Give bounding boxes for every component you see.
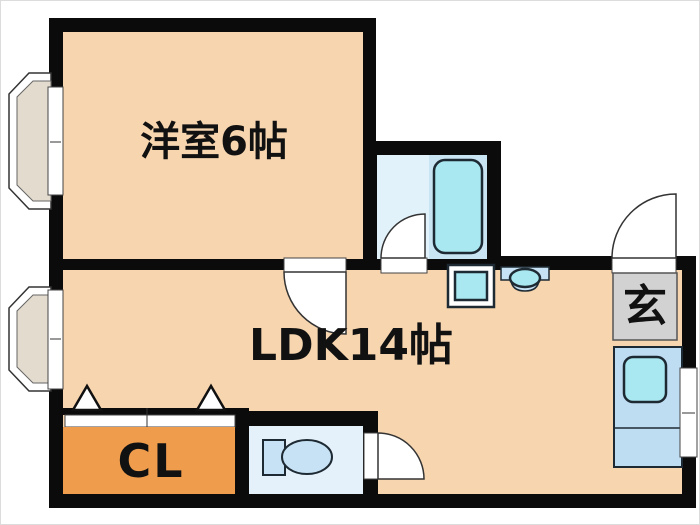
closet-floor (63, 427, 235, 494)
wash-basin-bowl (508, 267, 542, 289)
entrance-label: 玄 (623, 281, 667, 332)
toilet-door-arc (377, 432, 425, 480)
entrance-floor (612, 272, 678, 341)
western-room-door-opening (283, 257, 347, 274)
closet-top-wall (63, 408, 249, 415)
bay-window-top-glass (47, 86, 64, 196)
washing-machine-pan-inner (453, 270, 489, 302)
closet-door-triangle-1 (70, 383, 104, 412)
closet-toilet-divider-wall (235, 408, 249, 494)
entrance-door-opening (611, 257, 677, 274)
ldk-label: LDK14帖 (249, 320, 453, 371)
kitchen-sink-icon (622, 355, 668, 404)
bay-window-bottom-sill (16, 294, 52, 384)
bathroom-door-arc (380, 213, 426, 259)
bathroom-door-opening (380, 257, 428, 274)
closet-door-triangle-2 (194, 383, 228, 412)
toilet-bowl-icon (281, 439, 333, 475)
bathtub-icon (432, 158, 484, 255)
western-room-label: 洋室6帖 (140, 119, 288, 165)
western-room-floor (63, 32, 363, 259)
closet-door-track (64, 414, 236, 428)
toilet-door-leaf (363, 432, 379, 480)
entrance-door-arc (611, 193, 677, 259)
western-room-door-arc (283, 271, 347, 335)
bay-window-top-sill (16, 80, 52, 202)
closet-label: CL (117, 434, 185, 488)
toilet-top-wall (249, 411, 378, 426)
